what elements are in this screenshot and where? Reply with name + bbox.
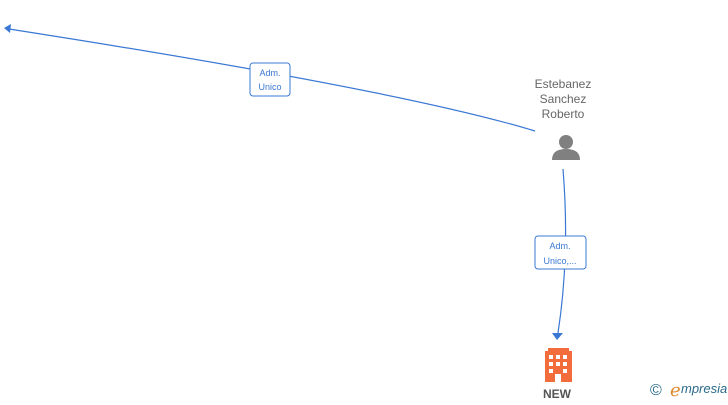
brand-logo-initial: e bbox=[670, 380, 681, 400]
empresia-watermark: © e mpresia bbox=[650, 380, 727, 401]
person-name-line-3: Roberto bbox=[542, 107, 585, 121]
edge-person-to-company[interactable]: Adm. Unico,... bbox=[534, 168, 587, 340]
brand-logo-text: mpresia bbox=[681, 381, 727, 396]
edge-label-line-2: Unico,... bbox=[543, 256, 576, 266]
person-icon bbox=[552, 135, 580, 160]
edge-label-box[interactable] bbox=[249, 62, 291, 97]
edge-person-to-offscreen[interactable]: Adm. Unico bbox=[4, 24, 536, 132]
edge-label-box[interactable] bbox=[534, 235, 587, 270]
company-node[interactable]: NEW bbox=[543, 348, 572, 401]
arrow-icon bbox=[4, 24, 11, 33]
person-name-line-2: Sanchez bbox=[540, 92, 587, 106]
person-node[interactable]: Estebanez Sanchez Roberto bbox=[535, 77, 592, 160]
edge-label-line-2: Unico bbox=[258, 82, 281, 92]
edge-label-line-1: Adm. bbox=[259, 68, 280, 78]
copyright-icon: © bbox=[650, 382, 662, 399]
edge-line bbox=[8, 28, 536, 132]
company-name: NEW bbox=[543, 387, 572, 400]
building-icon bbox=[545, 348, 572, 382]
edge-label-line-1: Adm. bbox=[549, 241, 570, 251]
arrow-icon bbox=[552, 333, 563, 340]
person-name-line-1: Estebanez bbox=[535, 77, 592, 91]
